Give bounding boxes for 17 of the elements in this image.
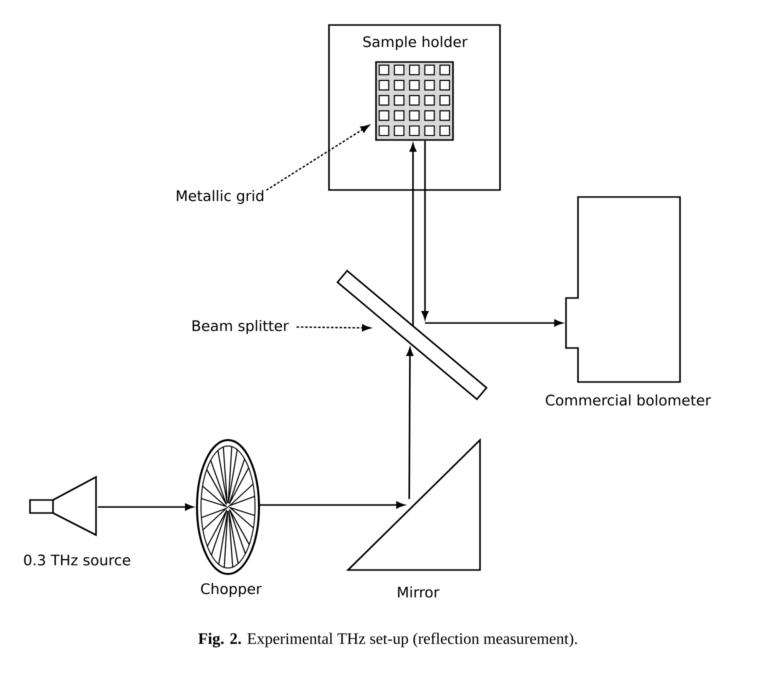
component-label: Metallic grid [176,190,264,204]
component-label: Chopper [201,582,262,598]
beam-arrow [422,140,428,320]
metallic-grid-drawing [375,61,454,141]
beam-arrow [410,143,416,326]
sample-holder-box: Sample holder [328,24,501,191]
leader-line [266,124,370,191]
component-label: Commercial bolometer [546,394,711,406]
beam-arrow [260,502,405,508]
beam-arrow [425,320,563,326]
component-label: Mirror [398,586,440,598]
figure-caption: Fig. 2. Experimental THz set-up (reflection measurement). [198,632,577,648]
component-label: Beam splitter [192,320,289,334]
beam-arrow [406,348,414,499]
beam-arrow [98,504,194,510]
component-label: 0.3 THz source [24,554,130,566]
leader-line [296,324,371,332]
